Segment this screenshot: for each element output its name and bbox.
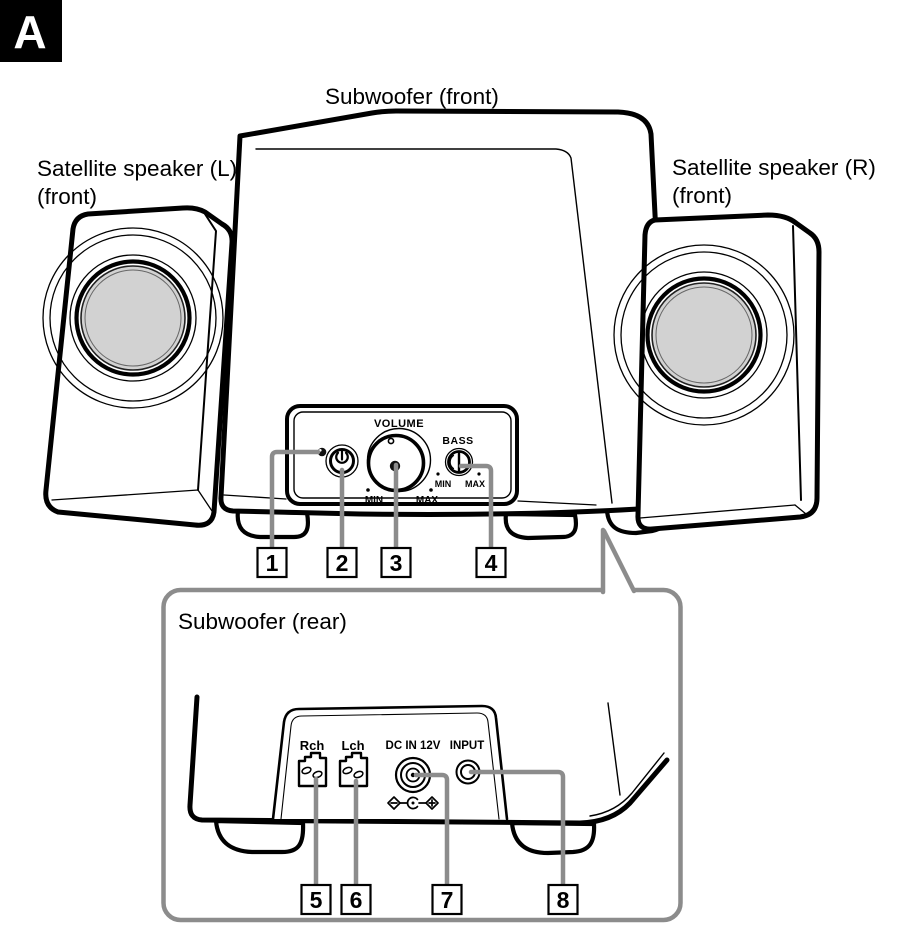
input-label: INPUT [450, 740, 485, 752]
figure-tag-letter: A [13, 6, 46, 58]
volume-label: VOLUME [374, 418, 424, 430]
figure-tag-box [0, 0, 62, 62]
satellite-speaker-right-illustration [613, 212, 822, 532]
volume-min-label: MIN [365, 495, 383, 506]
svg-text:2: 2 [336, 550, 349, 576]
volume-knob-marker [387, 437, 395, 445]
label-subwoofer-front: Subwoofer (front) [325, 84, 499, 109]
label-satellite-left-line1: Satellite speaker (L) [37, 156, 237, 181]
control-panel: VOLUME MIN MAX BASS MIN MAX [285, 404, 519, 506]
bass-knob: BASS MIN MAX [435, 435, 485, 489]
lch-terminal: Lch [338, 738, 369, 788]
subwoofer-bottom-line-left [223, 494, 287, 500]
power-icon [335, 449, 349, 464]
lch-label: Lch [341, 738, 364, 753]
callout-number-5: 5 [300, 883, 332, 916]
svg-text:8: 8 [557, 887, 570, 913]
dc-polarity-icon [387, 796, 439, 810]
label-satellite-left-line2: (front) [37, 184, 97, 209]
bass-max-label: MAX [465, 479, 485, 489]
callout-number-6: 6 [340, 883, 372, 916]
callout-number-2: 2 [326, 546, 358, 579]
svg-text:4: 4 [485, 550, 498, 576]
satellite-speaker-left-illustration [42, 205, 235, 528]
power-led-indicator [317, 447, 327, 457]
label-satellite-right-line1: Satellite speaker (R) [672, 155, 876, 180]
input-jack: INPUT [450, 740, 485, 785]
label-subwoofer-rear: Subwoofer (rear) [178, 609, 347, 634]
subwoofer-front-foot-right [503, 511, 579, 541]
svg-text:1: 1 [266, 550, 279, 576]
callout-number-1: 1 [256, 546, 288, 579]
bass-label: BASS [442, 435, 473, 447]
volume-max-label: MAX [416, 495, 439, 506]
satellite-left-driver [80, 265, 186, 371]
label-satellite-right-line2: (front) [672, 183, 732, 208]
callout-number-7: 7 [431, 883, 463, 916]
figure-tag: A [0, 0, 62, 62]
svg-text:7: 7 [441, 887, 454, 913]
bass-min-label: MIN [435, 479, 452, 489]
text-labels: Subwoofer (front) Satellite speaker (L) … [37, 84, 876, 634]
subwoofer-top-face-line [255, 148, 613, 504]
rch-label: Rch [300, 738, 325, 753]
svg-text:3: 3 [390, 550, 403, 576]
leader-lines [269, 449, 566, 889]
callout-number-boxes: 1 2 3 4 5 6 7 8 [256, 546, 579, 916]
svg-text:6: 6 [350, 887, 363, 913]
subwoofer-rear-illustration: Rch Lch DC IN 12V [187, 694, 670, 856]
subwoofer-rear-foot-right [509, 820, 597, 856]
satellite-right-driver [651, 282, 757, 388]
subwoofer-front-illustration: VOLUME MIN MAX BASS MIN MAX [42, 108, 822, 541]
satellite-left-edge-line [197, 213, 217, 491]
callout-number-8: 8 [547, 883, 579, 916]
leader-1 [269, 449, 321, 552]
rch-terminal: Rch [297, 738, 328, 788]
svg-text:5: 5 [310, 887, 323, 913]
subwoofer-rear-foot-left [213, 818, 306, 855]
leader-7 [413, 772, 450, 889]
subwoofer-bottom-line-right [517, 500, 597, 506]
dc-in-label: DC IN 12V [386, 740, 441, 752]
leader-8 [468, 769, 566, 889]
satellite-right-edge-line [792, 225, 802, 501]
leader-4 [458, 463, 494, 552]
callout-number-3: 3 [380, 546, 412, 579]
callout-number-4: 4 [475, 546, 507, 579]
